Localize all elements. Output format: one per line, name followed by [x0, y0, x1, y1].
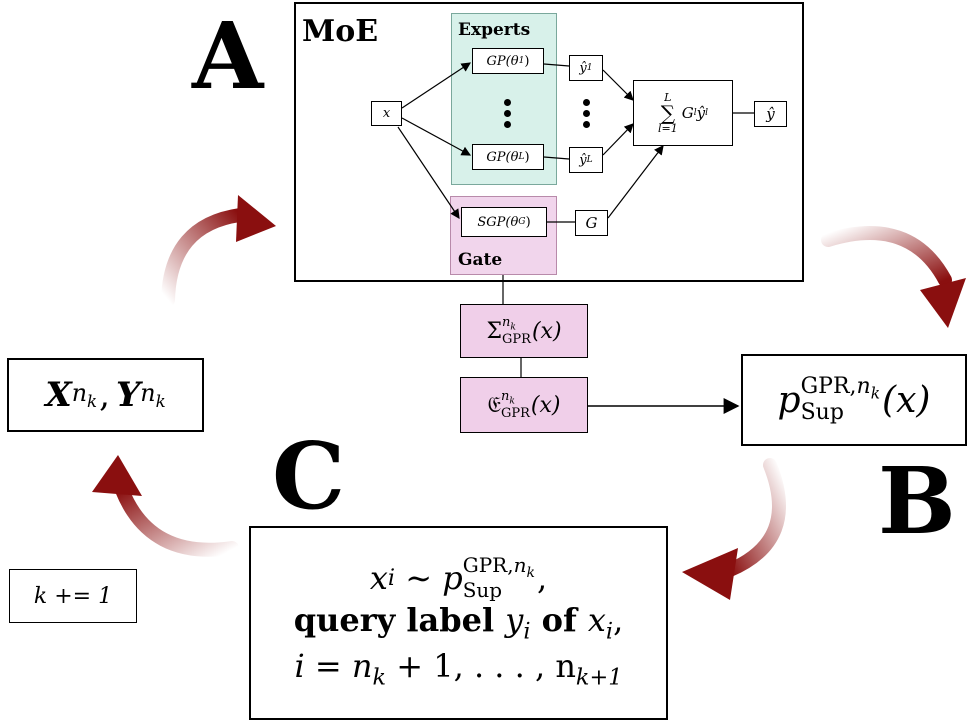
counter-text: k += 1 [33, 583, 113, 609]
expert-1-paren: ) [524, 53, 530, 69]
sum-term: G [681, 104, 694, 122]
panel-letter-b: B [878, 447, 956, 555]
psup-box: p GPR,nk Sup (x) [741, 354, 967, 446]
sum-sigma: ∑ [660, 101, 675, 125]
query-line-3: i = nk + 1, . . . , nk+1 [294, 646, 623, 690]
sum-yhat-sub: l [705, 108, 709, 118]
psup-arg: (x) [882, 379, 931, 421]
expert-L-paren: ) [524, 149, 530, 165]
data-x-sub: nk [71, 379, 98, 411]
yhat-dot-1 [583, 99, 590, 106]
arrow-b-to-c [723, 458, 786, 577]
yhat-dot-2 [583, 110, 590, 117]
frak-scripts: nk GPR [501, 390, 530, 420]
sum-term-sub: l [693, 108, 697, 118]
gate-output: G [585, 214, 598, 232]
counter-box: k += 1 [9, 569, 137, 623]
frak-gpr-box: 𝔈 nk GPR (x) [460, 377, 588, 433]
frak-symbol: 𝔈 [487, 392, 502, 418]
data-y: Y [115, 375, 141, 415]
sigma-sub: GPR [502, 331, 531, 347]
expert-dot-3 [504, 121, 511, 128]
psup-sup: GPR,nk [800, 374, 881, 403]
gate-output-box: G [575, 210, 608, 236]
data-comma: , [99, 375, 110, 415]
psup-sub: Sup [800, 399, 844, 425]
sigma-gpr-box: Σ nk GPR (x) [460, 304, 588, 358]
panel-letter-c: C [272, 422, 346, 530]
yhat-1: ŷ [579, 60, 587, 76]
experts-label: Experts [458, 20, 531, 40]
output-box: ŷ [754, 101, 787, 127]
gate-model-sub: G [518, 217, 526, 227]
moe-title: MoE [302, 14, 379, 49]
panel-letter-a: A [192, 2, 264, 110]
arrow-c-to-data [115, 483, 239, 557]
frak-arg: (x) [530, 392, 561, 418]
psup-scripts: GPR,nk Sup [801, 376, 880, 424]
expert-dot-2 [504, 110, 511, 117]
yhat-1-sub: 1 [586, 63, 593, 73]
expert-1-label: GP(θ [486, 53, 519, 69]
sum-symbol: L ∑ l=1 [658, 92, 678, 134]
sigma-symbol: Σ [486, 318, 503, 344]
sigma-arg: (x) [531, 318, 562, 344]
sum-yhat: ŷ [696, 104, 706, 122]
expert-1-sub: 1 [518, 56, 525, 66]
yhat-dot-3 [583, 121, 590, 128]
frak-sub: GPR [501, 405, 530, 421]
expert-L-label: GP(θ [486, 149, 519, 165]
output-yhat: ŷ [766, 105, 775, 123]
yhat-L-sub: L [586, 155, 593, 165]
input-x: x [382, 106, 391, 121]
arrow-moe-to-b [821, 226, 952, 287]
arrow-data-to-moe [161, 208, 247, 307]
sum-top: L [664, 91, 672, 104]
data-x: X [45, 375, 72, 415]
input-x-box: x [371, 101, 402, 126]
expert-L-sub: L [518, 152, 525, 162]
yhat-L: ŷ [579, 152, 587, 168]
sigma-sup: nk [502, 315, 516, 333]
gate-label: Gate [458, 250, 503, 270]
query-line-2: query label yi of xi, [293, 601, 624, 645]
sigma-scripts: nk GPR [502, 316, 531, 346]
gate-model-paren: ) [525, 214, 531, 230]
sum-bottom: l=1 [657, 122, 678, 135]
psup-p: p [777, 379, 801, 421]
gate-model-label: SGP(θ [477, 214, 519, 230]
data-y-sub: nk [140, 379, 166, 411]
frak-sup: nk [501, 389, 515, 407]
expert-dot-1 [504, 99, 511, 106]
